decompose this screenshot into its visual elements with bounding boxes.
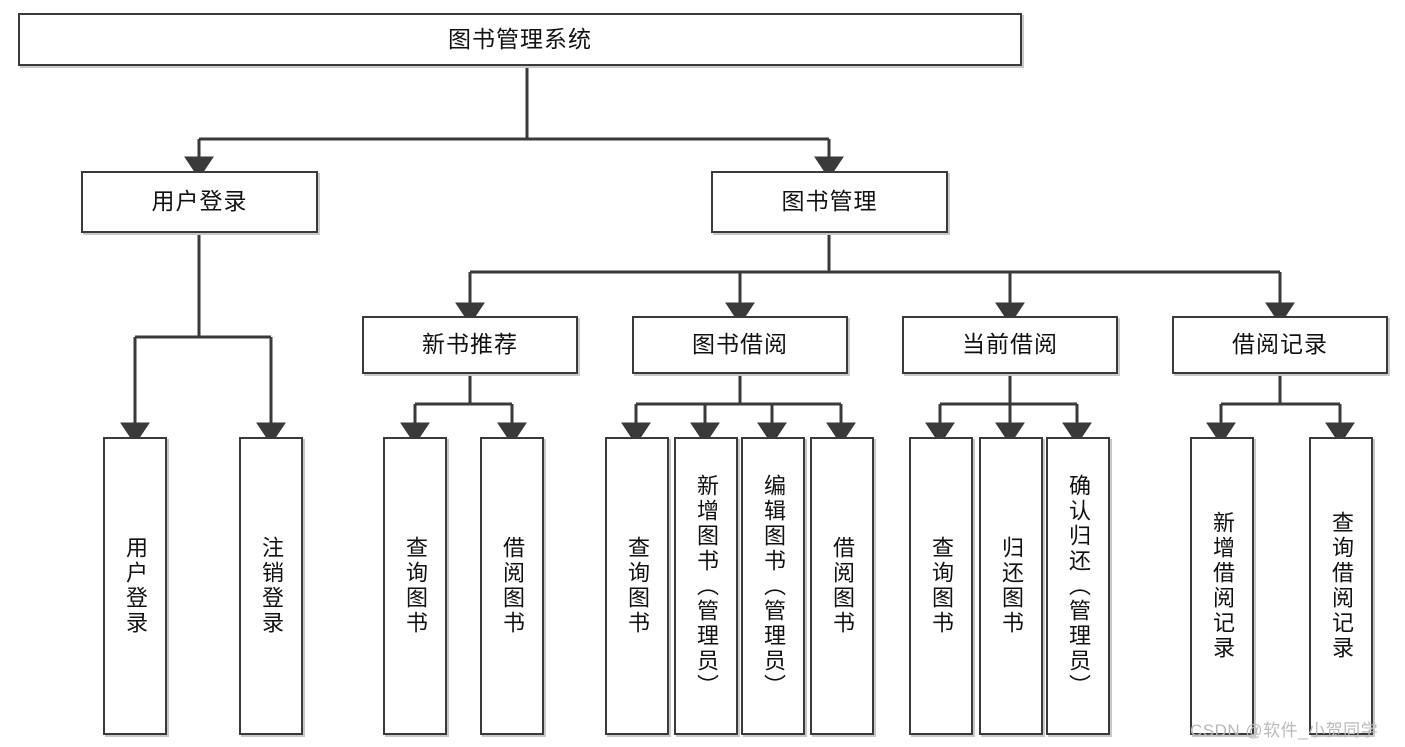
node-borrow-records[interactable]: 借阅记录 [1172,316,1388,374]
node-label: 查询图书 [403,536,428,636]
node-label: 确认归还（管理员） [1066,473,1091,699]
leaf-query-book-borrow[interactable]: 查询图书 [605,437,669,735]
node-label: 借阅图书 [500,536,525,636]
node-label: 编辑图书（管理员） [761,473,786,699]
node-label: 新书推荐 [422,331,518,358]
node-book-borrow[interactable]: 图书借阅 [632,316,848,374]
node-new-book-recommend[interactable]: 新书推荐 [362,316,578,374]
leaf-query-book-recommend[interactable]: 查询图书 [383,437,447,735]
leaf-user-login[interactable]: 用户登录 [103,437,167,735]
leaf-query-borrow-record[interactable]: 查询借阅记录 [1309,437,1373,735]
node-label: 查询借阅记录 [1329,511,1354,661]
leaf-query-book-current[interactable]: 查询图书 [909,437,973,735]
node-label: 新增图书（管理员） [694,473,719,699]
node-label: 新增借阅记录 [1210,511,1235,661]
leaf-confirm-return-admin[interactable]: 确认归还（管理员） [1046,437,1110,735]
leaf-edit-book-admin[interactable]: 编辑图书（管理员） [741,437,805,735]
watermark: CSDN @软件_小贺同学 [1190,721,1379,740]
node-label: 图书管理 [781,188,878,215]
leaf-add-book-admin[interactable]: 新增图书（管理员） [674,437,738,735]
leaf-borrow-book[interactable]: 借阅图书 [810,437,874,735]
node-label: 借阅图书 [830,536,855,636]
leaf-logout-login[interactable]: 注销登录 [239,437,303,735]
node-label: 借阅记录 [1232,331,1328,358]
node-label: 当前借阅 [962,331,1058,358]
node-label: 查询图书 [625,536,650,636]
leaf-borrow-book-recommend[interactable]: 借阅图书 [480,437,544,735]
node-user-login[interactable]: 用户登录 [81,171,318,233]
node-label: 图书借阅 [692,331,788,358]
node-root-book-management-system[interactable]: 图书管理系统 [18,13,1022,66]
node-label: 用户登录 [123,536,148,636]
node-label: 用户登录 [151,188,248,215]
node-book-management[interactable]: 图书管理 [711,171,948,233]
leaf-add-borrow-record[interactable]: 新增借阅记录 [1190,437,1254,735]
node-current-borrow[interactable]: 当前借阅 [902,316,1118,374]
node-label: 查询图书 [929,536,954,636]
node-label: 注销登录 [259,536,284,636]
leaf-return-book[interactable]: 归还图书 [979,437,1043,735]
node-label: 归还图书 [999,536,1024,636]
node-label: 图书管理系统 [448,25,592,52]
